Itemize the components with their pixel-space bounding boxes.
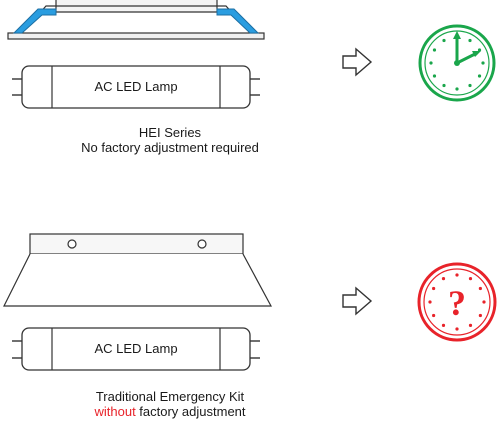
clock-tick: [432, 74, 437, 78]
without-highlight: without: [94, 404, 136, 419]
clock-tick: [455, 327, 459, 331]
clock-tick: [477, 48, 482, 52]
clock-tick: [432, 48, 437, 52]
clock-tick: [468, 38, 472, 43]
top-lamp-label: AC LED Lamp: [94, 79, 177, 94]
clock-tick: [477, 74, 482, 78]
bottom-right-arrow-icon: [342, 286, 373, 316]
top-caption-title: HEI Series: [138, 125, 202, 140]
bottom-caption: Traditional Emergency Kit without factor…: [40, 389, 300, 419]
top-led-lamp: AC LED Lamp: [12, 65, 260, 109]
red-question-clock-icon: ?: [417, 262, 497, 342]
hei-fixture: [7, 0, 265, 40]
bottom-lamp-label: AC LED Lamp: [94, 341, 177, 356]
traditional-fixture: [3, 233, 273, 307]
svg-text:?: ?: [448, 283, 466, 323]
clock-tick: [468, 323, 473, 327]
clock-tick: [442, 83, 446, 88]
bottom-caption-title: Traditional Emergency Kit: [95, 389, 245, 404]
clock-tick: [455, 273, 459, 277]
clock-tick: [429, 61, 433, 65]
clock-tick: [442, 38, 446, 43]
top-caption-subtitle: No factory adjustment required: [81, 140, 259, 155]
green-clock-icon: [418, 24, 496, 102]
top-right-arrow-icon: [342, 47, 373, 77]
clock-tick: [441, 277, 446, 281]
clock-tick: [468, 277, 473, 281]
right-blue-clip: [216, 8, 260, 34]
clock-tick: [482, 300, 486, 304]
clock-tick: [432, 313, 436, 318]
clock-tick: [432, 286, 436, 291]
clock-tick: [428, 300, 432, 304]
bottom-caption-rest: factory adjustment: [135, 404, 246, 419]
clock-tick: [478, 286, 482, 291]
clock-tick: [468, 83, 472, 88]
bottom-led-lamp: AC LED Lamp: [12, 327, 260, 371]
bottom-caption-subtitle: without factory adjustment: [40, 404, 300, 419]
clock-tick: [455, 87, 459, 91]
clock-tick: [478, 313, 482, 318]
clock-tick: [481, 61, 485, 65]
left-blue-clip: [12, 8, 57, 34]
top-caption: HEI Series No factory adjustment require…: [40, 125, 300, 155]
clock-tick: [441, 323, 446, 327]
